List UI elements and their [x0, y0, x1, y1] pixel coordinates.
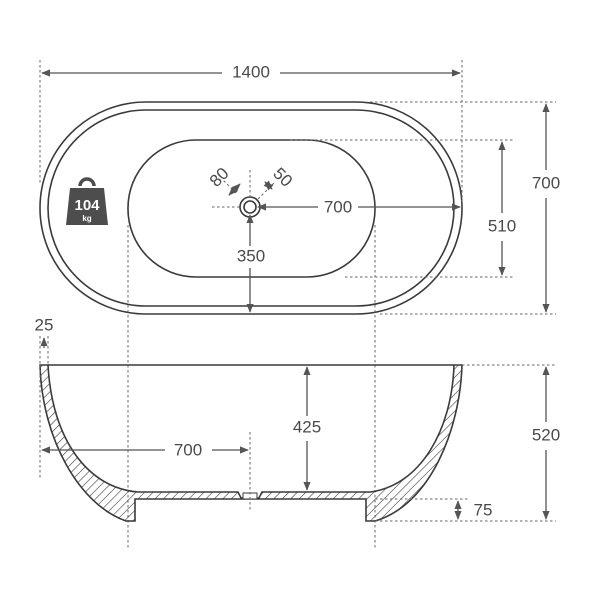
dim-line-drain-outer	[228, 183, 241, 196]
extension-line	[257, 181, 276, 200]
dim-drain-inner: 50	[269, 164, 296, 191]
dim-overall-length: 1400	[232, 62, 270, 81]
dim-drain-to-end: 700	[324, 197, 352, 216]
top-view: 1400 700 510 700 350 80 50 104 kg	[39, 60, 560, 548]
dim-base-height: 75	[474, 500, 493, 519]
tub-basin	[127, 139, 376, 278]
drain-inner	[243, 200, 257, 214]
side-view: 25 425 520 75 700	[35, 315, 560, 522]
dim-overall-height: 520	[532, 425, 560, 444]
dim-rim-thickness: 25	[35, 315, 54, 334]
dim-inner-depth: 425	[293, 417, 321, 436]
drain-outer	[239, 196, 261, 218]
dim-drain-outer: 80	[206, 164, 233, 191]
dim-basin-width: 510	[488, 216, 516, 235]
dim-line-drain-inner	[263, 180, 274, 191]
dim-side-drain-to-end: 700	[174, 440, 202, 459]
weight-value: 104	[74, 197, 100, 214]
weight-unit: kg	[82, 214, 91, 223]
extension-line	[221, 178, 237, 194]
dim-drain-to-side: 350	[237, 246, 265, 265]
weight-icon: 104 kg	[66, 177, 108, 225]
tub-outer-rim	[39, 101, 463, 315]
dim-overall-width: 700	[532, 173, 560, 192]
